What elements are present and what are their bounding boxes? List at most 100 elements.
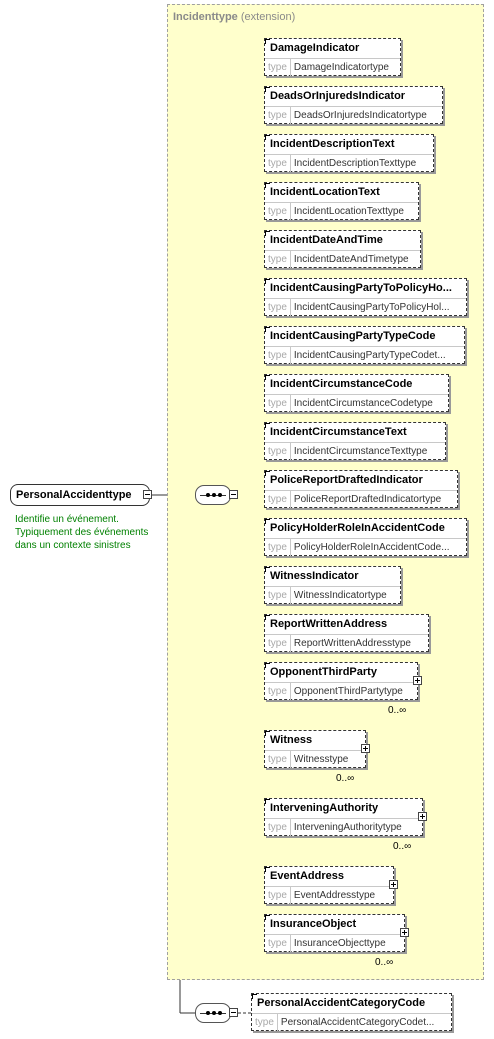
cardinality-label: 0..∞ — [375, 957, 394, 968]
type-keyword: type — [265, 887, 291, 904]
element-type: DeadsOrInjuredsIndicatortype — [293, 110, 427, 121]
optional-marker-icon — [264, 38, 270, 44]
element-name: InterveningAuthority — [270, 802, 379, 814]
optional-marker-icon — [264, 86, 270, 92]
optional-marker-icon — [264, 326, 270, 332]
element-name: EventAddress — [270, 870, 344, 882]
expand-icon[interactable] — [361, 744, 370, 753]
type-keyword: type — [265, 395, 291, 412]
element-type: IncidentDescriptionTexttype — [293, 158, 417, 169]
cardinality-label: 0..∞ — [336, 773, 355, 784]
extension-name: Incidenttype — [173, 11, 238, 23]
cardinality-label: 0..∞ — [393, 841, 412, 852]
sequence-extra-collapse-icon[interactable] — [229, 1008, 238, 1017]
element-type: DamageIndicatortype — [293, 62, 389, 73]
element-type: Witnesstype — [293, 754, 349, 765]
element-name: ReportWrittenAddress — [270, 618, 388, 630]
type-keyword: type — [265, 251, 291, 268]
extension-suffix: (extension) — [240, 11, 296, 23]
element-name: OpponentThirdParty — [270, 666, 377, 678]
element-type: EventAddresstype — [293, 890, 376, 901]
optional-marker-icon — [264, 470, 270, 476]
optional-marker-icon — [251, 993, 257, 999]
root-documentation: Identifie un événement. Typiquement des … — [15, 514, 149, 551]
expand-icon[interactable] — [418, 812, 427, 821]
expand-icon[interactable] — [413, 676, 422, 685]
expand-icon[interactable] — [400, 928, 409, 937]
element-name: IncidentDescriptionText — [270, 138, 395, 150]
type-keyword: type — [265, 587, 291, 604]
optional-marker-icon — [264, 866, 270, 872]
element-type: InsuranceObjecttype — [293, 938, 386, 949]
root-element-name: PersonalAccidenttype — [16, 489, 132, 501]
element-type: PoliceReportDraftedIndicatortype — [293, 494, 442, 505]
element-type-row: type PersonalAccidentCategoryCodet... — [252, 1013, 451, 1031]
optional-marker-icon — [264, 518, 270, 524]
element-type: WitnessIndicatortype — [293, 590, 387, 601]
element-name: PolicyHolderRoleInAccidentCode — [270, 522, 445, 534]
sequence-compositor-main — [195, 485, 231, 505]
element-type: IncidentCircumstanceCodetype — [293, 398, 433, 409]
element-name: IncidentCircumstanceCode — [270, 378, 413, 390]
root-element[interactable]: PersonalAccidenttype — [10, 484, 150, 506]
element-name: IncidentCausingPartyTypeCode — [270, 330, 436, 342]
type-keyword: type — [265, 935, 291, 952]
extension-title: Incidenttype (extension) — [173, 11, 295, 23]
element-name: DamageIndicator — [270, 42, 360, 54]
optional-marker-icon — [264, 914, 270, 920]
root-collapse-icon[interactable] — [143, 490, 152, 499]
element-name: IncidentDateAndTime — [270, 234, 383, 246]
optional-marker-icon — [264, 730, 270, 736]
element-name: Witness — [270, 734, 313, 746]
type-keyword: type — [265, 751, 291, 768]
element-type: IncidentCausingPartyTypeCodet... — [293, 350, 446, 361]
optional-marker-icon — [264, 422, 270, 428]
element-name: IncidentCircumstanceText — [270, 426, 407, 438]
element-name: WitnessIndicator — [270, 570, 359, 582]
optional-marker-icon — [264, 134, 270, 140]
element-type: IncidentCausingPartyToPolicyHol... — [293, 302, 450, 313]
optional-marker-icon — [264, 614, 270, 620]
element-personal-accident-category-code[interactable]: PersonalAccidentCategoryCode type Person… — [251, 993, 452, 1031]
type-keyword: type — [265, 491, 291, 508]
type-keyword: type — [265, 635, 291, 652]
expand-icon[interactable] — [389, 880, 398, 889]
optional-marker-icon — [264, 798, 270, 804]
element-type: IncidentDateAndTimetype — [293, 254, 409, 265]
element-type: InterveningAuthoritytype — [293, 822, 402, 833]
element-type: ReportWrittenAddresstype — [293, 638, 411, 649]
type-keyword: type — [265, 347, 291, 364]
element-type: PolicyHolderRoleInAccidentCode... — [293, 542, 450, 553]
sequence-collapse-icon[interactable] — [229, 490, 238, 499]
optional-marker-icon — [264, 230, 270, 236]
type-keyword: type — [265, 203, 291, 220]
